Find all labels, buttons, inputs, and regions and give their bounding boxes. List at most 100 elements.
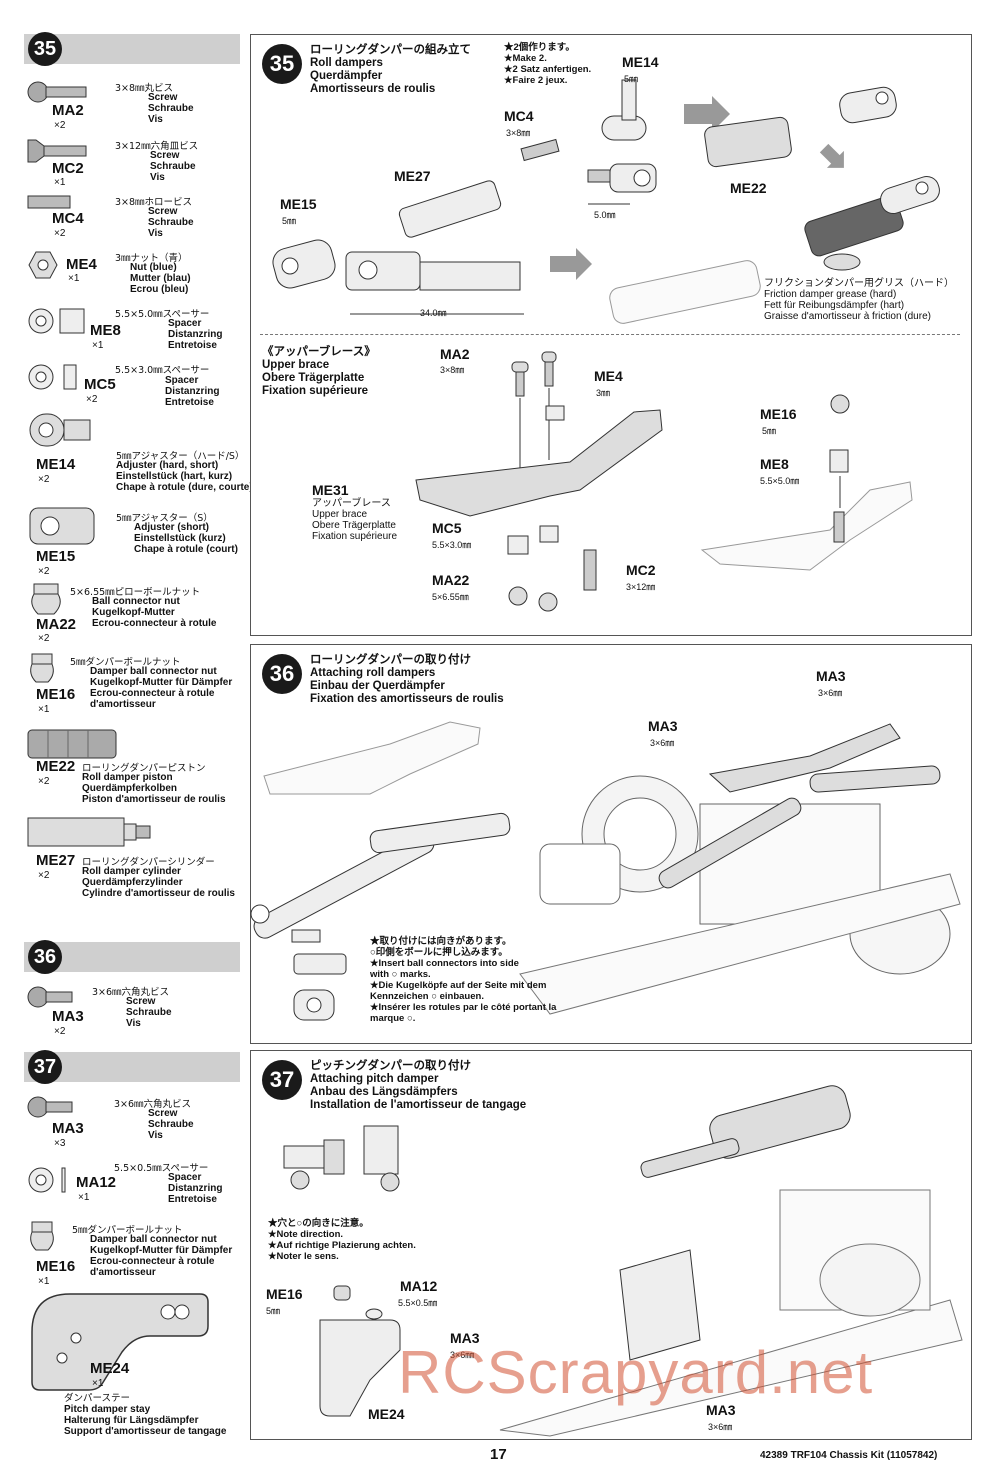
part-qty: ×2 bbox=[38, 776, 50, 787]
part-desc: Nut (blue)Mutter (blau)Ecrou (bleu) bbox=[130, 262, 191, 295]
ma12-spacer-icon bbox=[28, 1167, 66, 1193]
me16-label: ME16 bbox=[266, 1286, 303, 1302]
upper-brace-drawing bbox=[415, 351, 913, 612]
part-code: MA12 bbox=[76, 1174, 117, 1191]
part-code: MA22 bbox=[36, 616, 77, 633]
mc4-grub-screw-icon bbox=[27, 195, 71, 209]
mc5-label: MC5 bbox=[432, 520, 462, 536]
part-qty: ×2 bbox=[54, 1026, 66, 1037]
panel35-divider bbox=[260, 334, 960, 335]
roll-damper-assembly-drawing bbox=[272, 79, 940, 324]
grease-note: フリクションダンパー用グリス（ハード）Friction damper greas… bbox=[764, 278, 954, 322]
part-desc: Adjuster (hard, short)Einstellstück (har… bbox=[116, 460, 253, 493]
me14-adjuster-icon bbox=[29, 413, 91, 447]
part-code: MC4 bbox=[52, 210, 84, 227]
part-code: ME24 bbox=[90, 1360, 130, 1377]
ball-connector-note: ★取り付けには向きがあります。○印側をボールに押し込みます。★Insert ba… bbox=[370, 936, 557, 1024]
part-jp: 5.5×5.0㎜スペーサー bbox=[115, 309, 210, 320]
ma3-label: MA3 bbox=[450, 1330, 480, 1346]
part-code: MC2 bbox=[52, 160, 84, 177]
page-number: 17 bbox=[490, 1446, 507, 1463]
me27-label: ME27 bbox=[394, 168, 431, 184]
part-code: ME16 bbox=[36, 1258, 76, 1275]
ma22-size: 5×6.55㎜ bbox=[432, 592, 469, 602]
part-qty: ×1 bbox=[92, 1378, 104, 1389]
me4-size: 3㎜ bbox=[596, 388, 611, 398]
part-qty: ×3 bbox=[54, 1138, 66, 1149]
me8-label: ME8 bbox=[760, 456, 789, 472]
part-code: ME16 bbox=[36, 686, 76, 703]
part-jp: ローリングダンパーピストン bbox=[82, 763, 206, 774]
part-qty: ×2 bbox=[38, 633, 50, 644]
ma12-size: 5.5×0.5㎜ bbox=[398, 1298, 438, 1308]
me27-cylinder-icon bbox=[27, 817, 151, 847]
part-jp: 5.5×3.0㎜スペーサー bbox=[115, 365, 210, 376]
step35-number-badge: 35 bbox=[28, 32, 62, 66]
part-code: MA2 bbox=[52, 102, 84, 119]
ma2-label: MA2 bbox=[440, 346, 470, 362]
part-jp: 5㎜アジャスター（ハード/S） bbox=[116, 451, 245, 462]
part-qty: ×1 bbox=[68, 273, 80, 284]
part-qty: ×1 bbox=[54, 177, 66, 188]
part-qty: ×1 bbox=[38, 704, 50, 715]
part-jp: 5㎜ダンパーボールナット bbox=[72, 1225, 183, 1236]
part-code: ME4 bbox=[66, 256, 97, 273]
part-jp: 3×8㎜丸ビス bbox=[115, 83, 174, 94]
part-qty: ×1 bbox=[78, 1192, 90, 1203]
me22-label: ME22 bbox=[730, 180, 767, 196]
ma2-size: 3×8㎜ bbox=[440, 365, 465, 375]
me31-label: ME31 bbox=[312, 482, 349, 498]
part-code: ME14 bbox=[36, 456, 76, 473]
me14-label: ME14 bbox=[622, 54, 659, 70]
panel37-number-badge: 37 bbox=[262, 1060, 302, 1100]
ma3-size: 3×6㎜ bbox=[450, 1350, 475, 1360]
part-code: MA3 bbox=[52, 1120, 84, 1137]
me16-label: ME16 bbox=[760, 406, 797, 422]
ma3-screw-icon bbox=[27, 986, 73, 1008]
mc4-label: MC4 bbox=[504, 108, 534, 124]
ma3-label: MA3 bbox=[706, 1402, 736, 1418]
dim-34mm: 34.0㎜ bbox=[420, 308, 447, 318]
mc5-spacer-icon bbox=[28, 364, 77, 390]
me22-piston-icon bbox=[27, 729, 117, 759]
me16-size: 5㎜ bbox=[762, 426, 777, 436]
part-qty: ×2 bbox=[86, 394, 98, 405]
me16-ball-nut-icon bbox=[30, 1221, 54, 1251]
mc4-size: 3×8㎜ bbox=[506, 128, 531, 138]
me16-ball-nut-icon bbox=[30, 653, 54, 683]
part-code: ME8 bbox=[90, 322, 121, 339]
part-jp: 3×6㎜六角丸ビス bbox=[92, 987, 170, 998]
me24-damper-stay-icon bbox=[31, 1293, 209, 1391]
part-jp: 5.5×0.5㎜スペーサー bbox=[114, 1163, 209, 1174]
pitch-damper-drawing bbox=[283, 1085, 963, 1437]
part-jp: 5㎜ダンパーボールナット bbox=[70, 657, 181, 668]
ma3-size: 3×6㎜ bbox=[708, 1422, 733, 1432]
step37-number-badge: 37 bbox=[28, 1050, 62, 1084]
ma2-screw-icon bbox=[27, 81, 87, 103]
part-desc: Adjuster (short)Einstellstück (kurz)Chap… bbox=[134, 522, 238, 555]
watermark: RCScrapyard.net bbox=[398, 1339, 874, 1406]
part-jp: 5㎜アジャスター（S） bbox=[116, 513, 213, 524]
part-qty: ×2 bbox=[38, 870, 50, 881]
ma3-size: 3×6㎜ bbox=[650, 738, 675, 748]
mc2-label: MC2 bbox=[626, 562, 656, 578]
mc2-screw-icon bbox=[27, 139, 87, 163]
me4-nut-icon bbox=[28, 251, 58, 279]
me15-adjuster-icon bbox=[29, 507, 95, 545]
me16-size: 5㎜ bbox=[266, 1306, 281, 1316]
